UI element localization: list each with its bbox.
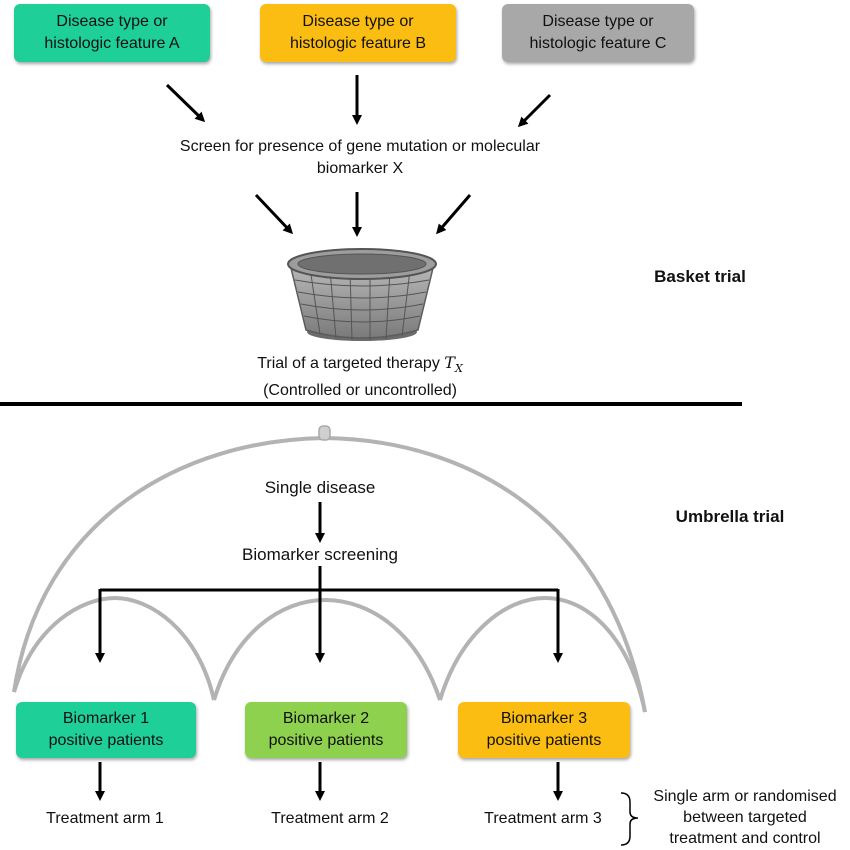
biomarker-1-line2: positive patients [48,732,164,749]
basket-icon [287,248,437,341]
biomarker-2-line2: positive patients [268,732,384,749]
disease-feature-c-box: Disease type or histologic feature C [502,4,694,62]
box-a-line1: Disease type or [56,13,168,30]
arrow-screen-left [254,193,294,235]
biomarker-3-box: Biomarker 3 positive patients [458,702,630,758]
arrow-screen-right [436,194,472,235]
treatment-arm-1: Treatment arm 1 [46,810,164,827]
treatment-arm-2: Treatment arm 2 [271,810,389,827]
umbrella-icon [12,425,647,713]
treatment-arm-3: Treatment arm 3 [484,810,602,827]
note-bracket [620,792,639,846]
screen-text: Screen for presence of gene mutation or … [140,136,580,180]
umbrella-trial-label: Umbrella trial [675,507,785,526]
note-line3: treatment and control [669,830,821,847]
trial-line1: Trial of a targeted therapy [257,355,440,372]
biomarker-screening-text: Biomarker screening [242,545,398,564]
screen-line2: biomarker X [316,160,404,177]
disease-feature-b-box: Disease type or histologic feature B [260,4,456,62]
trial-text: Trial of a targeted therapy TX (Controll… [200,352,520,402]
arm-design-note: Single arm or randomised between targete… [640,786,850,849]
box-b-line1: Disease type or [302,13,414,30]
biomarker-3-line2: positive patients [486,732,602,749]
biomarker-1-line1: Biomarker 1 [62,710,150,727]
box-a-line2: histologic feature A [44,35,180,52]
arrow-a-to-screen [165,83,206,123]
note-line1: Single arm or randomised [653,788,837,805]
therapy-symbol: TX [444,353,463,376]
trial-line2: (Controlled or uncontrolled) [263,382,457,400]
note-line2: between targeted [683,809,807,826]
biomarker-2-line1: Biomarker 2 [282,710,370,727]
biomarker-3-line1: Biomarker 3 [500,710,588,727]
box-b-line2: histologic feature B [289,35,427,52]
screen-line1: Screen for presence of gene mutation or … [179,138,541,155]
arrow-c-to-screen [517,93,552,128]
biomarker-1-box: Biomarker 1 positive patients [16,702,196,758]
box-c-line1: Disease type or [542,13,654,30]
box-c-line2: histologic feature C [529,35,667,52]
biomarker-2-box: Biomarker 2 positive patients [245,702,407,758]
single-disease-text: Single disease [264,478,376,497]
basket-trial-label: Basket trial [654,267,746,286]
disease-feature-a-box: Disease type or histologic feature A [14,4,210,62]
